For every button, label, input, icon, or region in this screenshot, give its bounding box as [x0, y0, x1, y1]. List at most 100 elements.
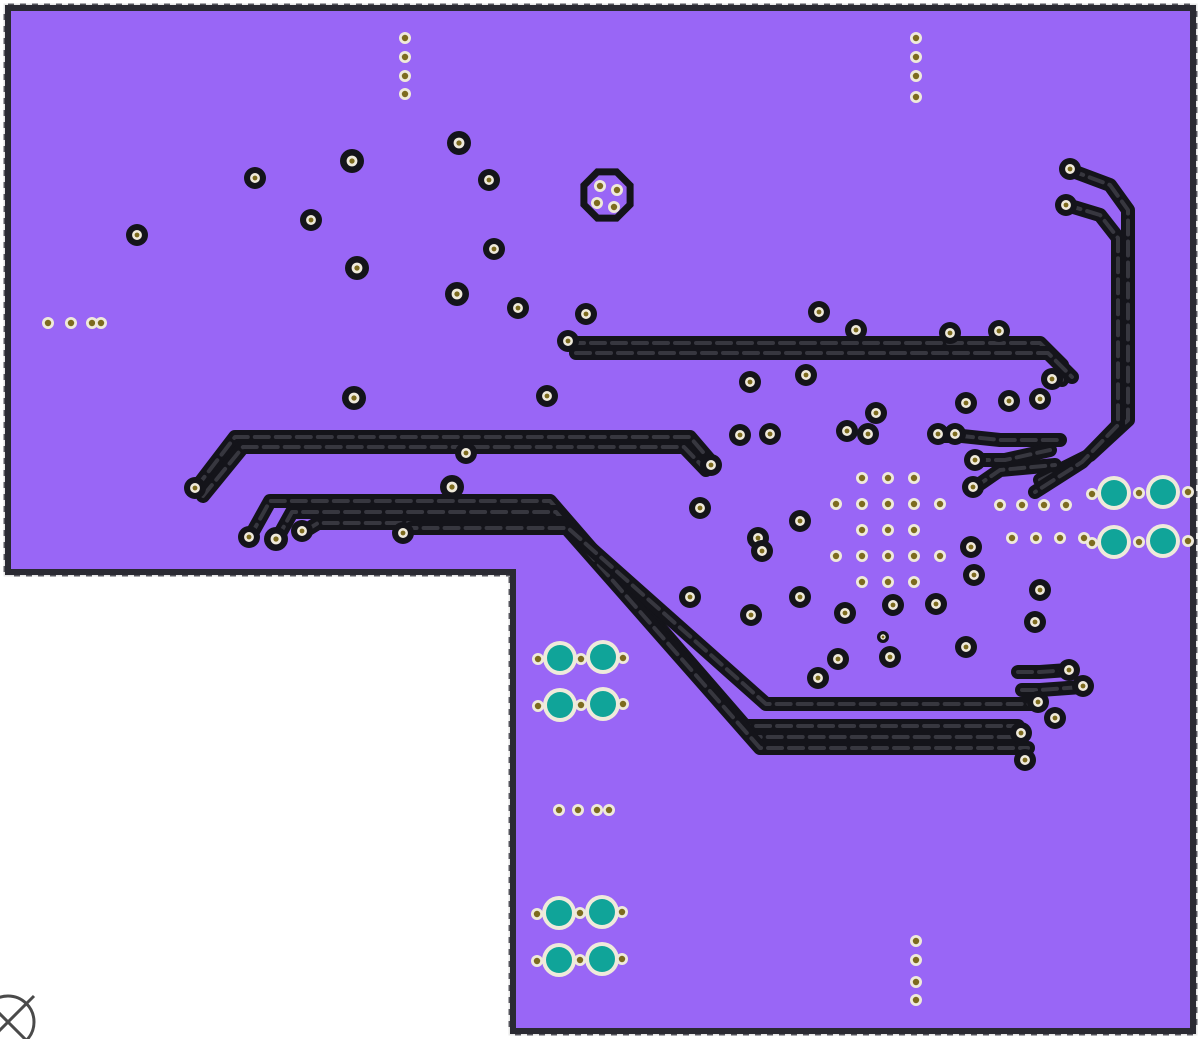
grid-array-via[interactable]: [934, 550, 946, 562]
smd-pad[interactable]: [542, 943, 576, 977]
plated-via[interactable]: [998, 390, 1020, 412]
plated-via[interactable]: [536, 385, 558, 407]
octagon-inner-via[interactable]: [608, 201, 620, 213]
plated-via[interactable]: [440, 475, 464, 499]
smd-side-via[interactable]: [616, 906, 628, 918]
via-row-right-lower-via[interactable]: [1038, 499, 1050, 511]
plated-via[interactable]: [944, 423, 966, 445]
smd-pads-layer[interactable]: [542, 475, 1180, 977]
plated-via[interactable]: [291, 520, 313, 542]
trace-right-vert-2[interactable]: [1028, 198, 1125, 499]
grid-array-via[interactable]: [856, 498, 868, 510]
via-row-left-mid-via[interactable]: [65, 317, 77, 329]
plated-via[interactable]: [342, 386, 366, 410]
plated-via[interactable]: [1029, 579, 1051, 601]
via-column-bottom-right-via[interactable]: [910, 954, 922, 966]
smd-side-via[interactable]: [574, 907, 586, 919]
smd-pad[interactable]: [543, 641, 577, 675]
grid-array-via[interactable]: [830, 550, 842, 562]
smd-pad[interactable]: [586, 640, 620, 674]
trace-out-2[interactable]: [1015, 680, 1089, 697]
grid-array-via[interactable]: [908, 498, 920, 510]
plated-via[interactable]: [807, 667, 829, 689]
smd-side-via[interactable]: [531, 955, 543, 967]
plated-via[interactable]: [1014, 749, 1036, 771]
octagon-inner-via[interactable]: [591, 197, 603, 209]
via-column-top-right-via[interactable]: [910, 70, 922, 82]
smd-pad[interactable]: [1146, 475, 1180, 509]
plated-via[interactable]: [1044, 707, 1066, 729]
smd-side-via[interactable]: [532, 700, 544, 712]
via-column-top-left-via[interactable]: [399, 32, 411, 44]
smd-pad[interactable]: [1097, 525, 1131, 559]
plated-via[interactable]: [557, 330, 579, 352]
grid-array-via[interactable]: [882, 576, 894, 588]
via-column-bottom-right-via[interactable]: [910, 994, 922, 1006]
smd-side-via[interactable]: [575, 699, 587, 711]
smd-side-via[interactable]: [532, 653, 544, 665]
smd-side-via[interactable]: [1133, 536, 1145, 548]
via-column-bottom-right-via[interactable]: [910, 976, 922, 988]
small-vias-layer[interactable]: [42, 32, 1194, 1006]
plated-via[interactable]: [445, 282, 469, 306]
plated-via[interactable]: [827, 648, 849, 670]
smd-side-via[interactable]: [575, 653, 587, 665]
smd-side-via[interactable]: [1182, 535, 1194, 547]
trace-mid-upper-2[interactable]: [569, 346, 1079, 384]
grid-array-via[interactable]: [934, 498, 946, 510]
plated-via[interactable]: [1041, 368, 1063, 390]
plated-via[interactable]: [392, 522, 414, 544]
via-row-right-lower2-via[interactable]: [1078, 532, 1090, 544]
grid-array-via[interactable]: [908, 576, 920, 588]
plated-via[interactable]: [877, 631, 889, 643]
plated-via[interactable]: [988, 320, 1010, 342]
grid-array-via[interactable]: [882, 550, 894, 562]
plated-via[interactable]: [882, 594, 904, 616]
plated-via[interactable]: [478, 169, 500, 191]
via-column-top-left-via[interactable]: [399, 51, 411, 63]
plated-via[interactable]: [238, 526, 260, 548]
plated-via[interactable]: [836, 420, 858, 442]
plated-via[interactable]: [447, 131, 471, 155]
plated-via[interactable]: [751, 540, 773, 562]
plated-via[interactable]: [483, 238, 505, 260]
plated-via[interactable]: [300, 209, 322, 231]
smd-side-via[interactable]: [531, 908, 543, 920]
copper-plane[interactable]: [8, 8, 1193, 1031]
plated-via[interactable]: [1029, 388, 1051, 410]
plated-via[interactable]: [795, 364, 817, 386]
via-row-right-lower-via[interactable]: [1060, 499, 1072, 511]
via-row-right-lower-via[interactable]: [994, 499, 1006, 511]
vias-layer[interactable]: [126, 131, 1094, 771]
grid-array-via[interactable]: [882, 472, 894, 484]
grid-array-via[interactable]: [882, 498, 894, 510]
via-column-top-left-via[interactable]: [399, 88, 411, 100]
via-column-top-left-via[interactable]: [399, 70, 411, 82]
plated-via[interactable]: [1059, 158, 1081, 180]
smd-pad[interactable]: [542, 896, 576, 930]
plated-via[interactable]: [740, 604, 762, 626]
via-row-right-lower2-via[interactable]: [1006, 532, 1018, 544]
grid-array-via[interactable]: [882, 524, 894, 536]
grid-array-via[interactable]: [830, 498, 842, 510]
grid-array-via[interactable]: [856, 472, 868, 484]
smd-pad[interactable]: [586, 687, 620, 721]
plated-via[interactable]: [789, 510, 811, 532]
via-row-right-lower2-via[interactable]: [1054, 532, 1066, 544]
plated-via[interactable]: [955, 392, 977, 414]
plated-via[interactable]: [865, 402, 887, 424]
plated-via[interactable]: [1027, 691, 1049, 713]
smd-side-via[interactable]: [617, 698, 629, 710]
smd-pad[interactable]: [585, 942, 619, 976]
trace-left-bus[interactable]: [189, 430, 721, 495]
octagon-inner-via[interactable]: [594, 180, 606, 192]
grid-array-via[interactable]: [908, 524, 920, 536]
grid-array-via[interactable]: [856, 576, 868, 588]
via-column-top-right-via[interactable]: [910, 91, 922, 103]
grid-array-via[interactable]: [856, 550, 868, 562]
octagon-ring[interactable]: [580, 168, 634, 222]
via-column-bottom-right-via[interactable]: [910, 935, 922, 947]
octagonal-mount-pad[interactable]: [580, 168, 634, 222]
plated-via[interactable]: [700, 454, 722, 476]
